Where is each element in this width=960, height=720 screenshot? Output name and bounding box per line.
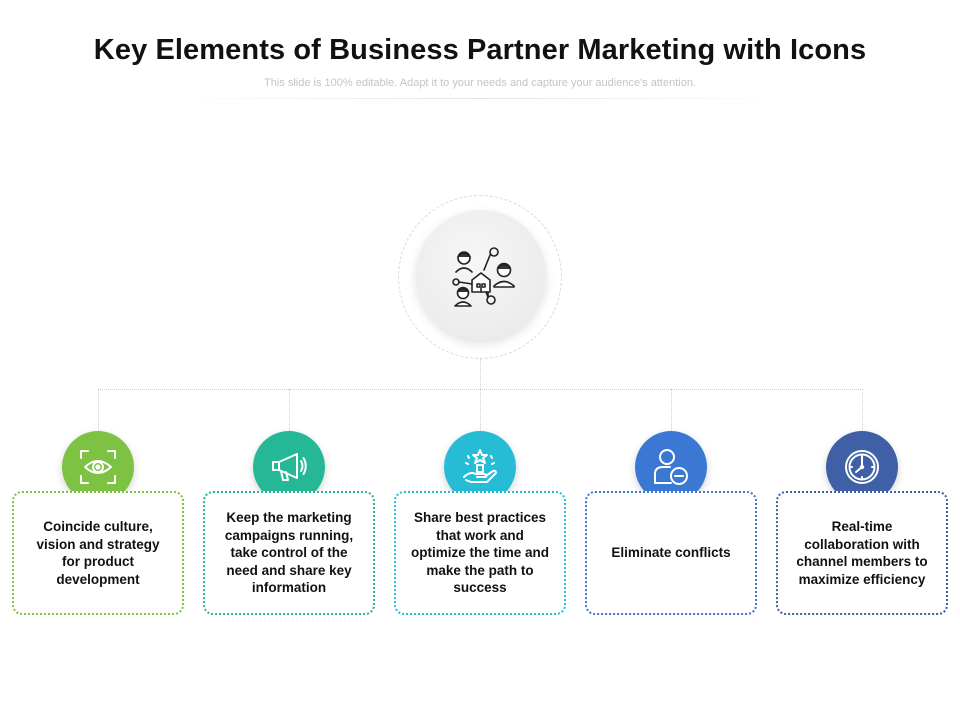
step-1-text: Coincide culture, vision and strategy fo… bbox=[36, 519, 160, 587]
step-3-text: Share best practices that work and optim… bbox=[410, 510, 549, 596]
step-3-box: Share best practices that work and optim… bbox=[394, 491, 566, 615]
hub-outer-ring bbox=[398, 195, 562, 359]
page-title: Key Elements of Business Partner Marketi… bbox=[93, 34, 867, 66]
hub-connector bbox=[480, 359, 481, 389]
step-connector bbox=[862, 389, 863, 433]
step-4-box: Eliminate conflicts bbox=[585, 491, 757, 615]
step-2-box: Keep the marketing campaigns running, ta… bbox=[203, 491, 375, 615]
step-connector bbox=[480, 389, 481, 433]
step-connector bbox=[98, 389, 99, 433]
megaphone-icon bbox=[272, 453, 307, 481]
step-4-text: Eliminate conflicts bbox=[611, 545, 731, 561]
eye-scan-icon bbox=[80, 450, 116, 484]
step-connector bbox=[289, 389, 290, 433]
page-subtitle: This slide is 100% editable. Adapt it to… bbox=[264, 77, 696, 89]
subtitle-divider bbox=[170, 98, 790, 99]
business-network-icon bbox=[446, 240, 516, 310]
user-remove-icon bbox=[654, 449, 688, 485]
hand-star-icon bbox=[463, 449, 497, 483]
step-2-text: Keep the marketing campaigns running, ta… bbox=[224, 510, 354, 596]
step-5-box: Real-time collaboration with channel mem… bbox=[776, 491, 948, 615]
step-5-text: Real-time collaboration with channel mem… bbox=[796, 519, 928, 587]
clock-icon bbox=[845, 450, 879, 484]
step-connector bbox=[671, 389, 672, 433]
step-1-box: Coincide culture, vision and strategy fo… bbox=[12, 491, 184, 615]
